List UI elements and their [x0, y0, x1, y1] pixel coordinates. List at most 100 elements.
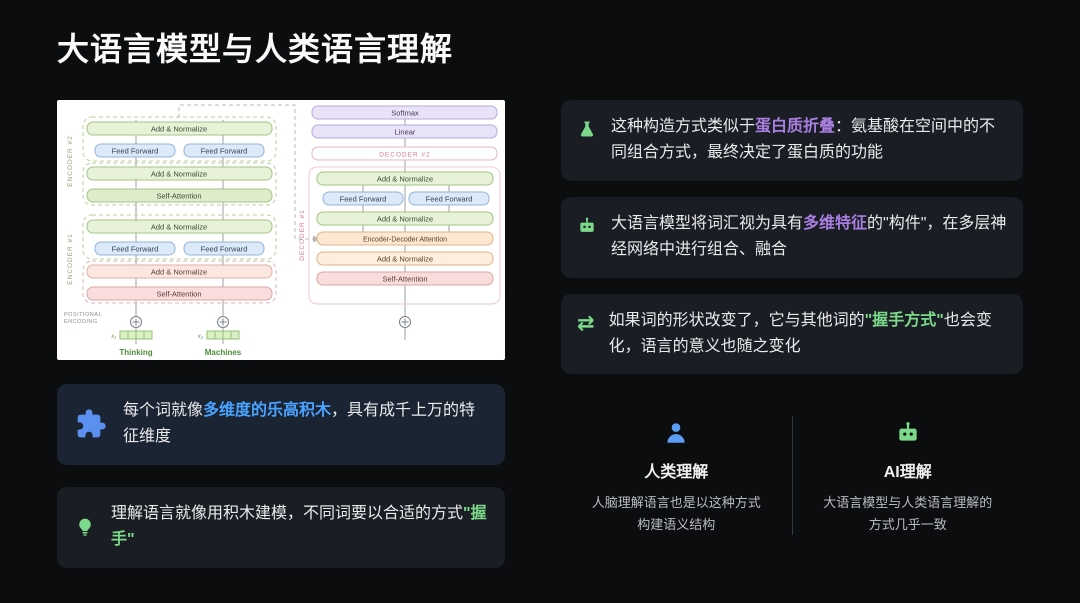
self-attention-box [86, 188, 273, 203]
softmax-label: Softmax [391, 109, 419, 118]
positional-encoding-label: ENCODING [64, 319, 98, 325]
encoder-decoder-attention-label: Encoder-Decoder Attention [363, 237, 447, 244]
encoder-decoder-attention-box [316, 231, 494, 246]
word-label-machines: Machines [205, 348, 242, 357]
transformer-diagram-svg: ENCODER #2 Add & Normalize Feed Forward … [64, 104, 501, 357]
person-icon [663, 420, 689, 446]
positional-encoding-label: POSITIONAL [64, 312, 102, 318]
add-normalize-box [316, 251, 494, 266]
add-normalize-label: Add & Normalize [151, 268, 207, 277]
self-attention-label: Self-Attention [156, 192, 201, 201]
add-normalize-box [86, 264, 273, 279]
output-block: Softmax Linear DECODER #2 [311, 105, 498, 161]
encoder-1-label: ENCODER #1 [67, 233, 74, 285]
feed-forward-label: Feed Forward [201, 147, 248, 156]
self-attention-box [86, 286, 273, 301]
plus-circle-icon [217, 316, 229, 328]
add-normalize-box [86, 121, 273, 136]
plus-circle-icon [399, 316, 411, 328]
fact-card-handshake: ⇄ 如果词的形状改变了，它与其他词的"握手方式"也会变化，语言的意义也随之变化 [561, 293, 1023, 375]
transformer-diagram-panel: ENCODER #2 Add & Normalize Feed Forward … [57, 100, 505, 360]
fact-card-protein: 这种构造方式类似于蛋白质折叠：氨基酸在空间中的不同组合方式，最终决定了蛋白质的功… [561, 100, 1023, 181]
feed-forward-box [94, 241, 176, 256]
text-suffix: 也会变化，语言的意义也随之变化 [608, 311, 992, 355]
text-highlight: "握手" [111, 504, 487, 549]
decoder-1-outline [308, 166, 501, 305]
compare-human: 人类理解 人脑理解语言也是以这种方式构建语义结构 [561, 416, 792, 535]
x1-label: x₁ [110, 334, 116, 340]
add-normalize-label: Add & Normalize [151, 223, 207, 232]
encoder-2-label: ENCODER #2 [67, 135, 74, 187]
text-highlight: "握手方式" [864, 311, 944, 329]
decoder-1-label: DECODER #1 [299, 209, 306, 261]
compare-human-desc: 人脑理解语言也是以这种方式构建语义结构 [591, 495, 761, 532]
fact-card-features-text: 大语言模型将词汇视为具有多维特征的"构件"，在多层神经网络中进行组合、融合 [611, 211, 1007, 264]
self-attention-label: Self-Attention [382, 275, 427, 284]
fact-card-protein-text: 这种构造方式类似于蛋白质折叠：氨基酸在空间中的不同组合方式，最终决定了蛋白质的功… [611, 114, 1007, 167]
feed-forward-label: Feed Forward [201, 245, 248, 254]
page-title: 大语言模型与人类语言理解 [57, 31, 454, 67]
text-highlight: 多维特征 [803, 214, 868, 232]
add-normalize-label: Add & Normalize [377, 175, 433, 184]
add-normalize-box [316, 171, 494, 186]
compare-ai-title: AI理解 [883, 464, 932, 482]
lightbulb-icon [75, 517, 95, 537]
text-suffix: ：氨基酸在空间中的不同组合方式，最终决定了蛋白质的功能 [611, 118, 996, 162]
encoder-2-block: ENCODER #2 Add & Normalize Feed Forward … [67, 121, 273, 203]
text-highlight: 多维度的乐高积木 [203, 402, 332, 419]
swap-arrows-icon: ⇄ [577, 311, 595, 335]
feed-forward-label: Feed Forward [340, 195, 387, 204]
compare-ai: AI理解 大语言模型与人类语言理解的方式几乎一致 [793, 416, 1024, 535]
text-suffix: 的"构件"，在多层神经网络中进行组合、融合 [611, 214, 1007, 259]
feed-forward-box [183, 143, 265, 158]
feed-forward-label: Feed Forward [112, 245, 159, 254]
compare-ai-desc: 大语言模型与人类语言理解的方式几乎一致 [823, 495, 993, 532]
add-normalize-label: Add & Normalize [377, 255, 433, 264]
text-prefix: 理解语言就像用积木建模，不同词要以合适的方式 [111, 504, 464, 522]
embedding-cells [119, 330, 153, 340]
linear-box [311, 124, 498, 139]
content: ENCODER #2 Add & Normalize Feed Forward … [57, 100, 1023, 568]
text-prefix: 每个词就像 [123, 402, 204, 419]
residual-group-outlines [82, 116, 277, 304]
x2-label: x₂ [197, 334, 204, 340]
decoder-2-box [311, 146, 498, 161]
add-normalize-box [316, 211, 494, 226]
robot-icon [895, 420, 921, 446]
insight-card-lego-text: 每个词就像多维度的乐高积木，具有成千上万的特征维度 [123, 398, 487, 451]
decoder-1-block: DECODER #1 Add & Normalize Feed Forward … [299, 166, 501, 328]
text-suffix: ，具有成千上万的特征维度 [123, 402, 476, 446]
self-attention-box [316, 271, 494, 286]
encoder-1-block: ENCODER #1 Add & Normalize Feed Forward … [67, 219, 273, 301]
left-column: ENCODER #2 Add & Normalize Feed Forward … [57, 100, 505, 568]
feed-forward-box [322, 191, 404, 206]
insight-card-lego: 每个词就像多维度的乐高积木，具有成千上万的特征维度 [57, 384, 505, 465]
flask-icon [577, 119, 597, 139]
fact-card-handshake-text: 如果词的形状改变了，它与其他词的"握手方式"也会变化，语言的意义也随之变化 [609, 308, 1007, 361]
compare-section: 人类理解 人脑理解语言也是以这种方式构建语义结构 AI理解 大语言模型与人类语言… [561, 416, 1024, 536]
add-normalize-box [86, 219, 273, 234]
feed-forward-box [183, 241, 265, 256]
decoder-2-label: DECODER #2 [379, 152, 431, 159]
compare-human-title: 人类理解 [644, 464, 709, 482]
input-block: POSITIONAL ENCODING x₁ [64, 312, 242, 357]
add-normalize-label: Add & Normalize [151, 170, 207, 179]
text-prefix: 这种构造方式类似于 [611, 118, 756, 135]
add-normalize-label: Add & Normalize [377, 215, 433, 224]
fact-card-features: 大语言模型将词汇视为具有多维特征的"构件"，在多层神经网络中进行组合、融合 [561, 196, 1023, 278]
puzzle-icon [75, 408, 107, 440]
text-highlight: 蛋白质折叠 [755, 118, 836, 135]
softmax-box [311, 105, 498, 120]
right-column: 这种构造方式类似于蛋白质折叠：氨基酸在空间中的不同组合方式，最终决定了蛋白质的功… [561, 100, 1023, 568]
self-attention-label: Self-Attention [156, 290, 201, 299]
insight-card-handshake: 理解语言就像用积木建模，不同词要以合适的方式"握手" [57, 486, 505, 568]
add-normalize-box [86, 166, 273, 181]
feed-forward-label: Feed Forward [112, 147, 159, 156]
robot-icon [577, 216, 597, 236]
word-label-thinking: Thinking [119, 348, 152, 357]
add-normalize-label: Add & Normalize [151, 125, 207, 134]
linear-label: Linear [395, 128, 416, 137]
compare-divider [791, 416, 793, 536]
embedding-cells [206, 330, 240, 340]
